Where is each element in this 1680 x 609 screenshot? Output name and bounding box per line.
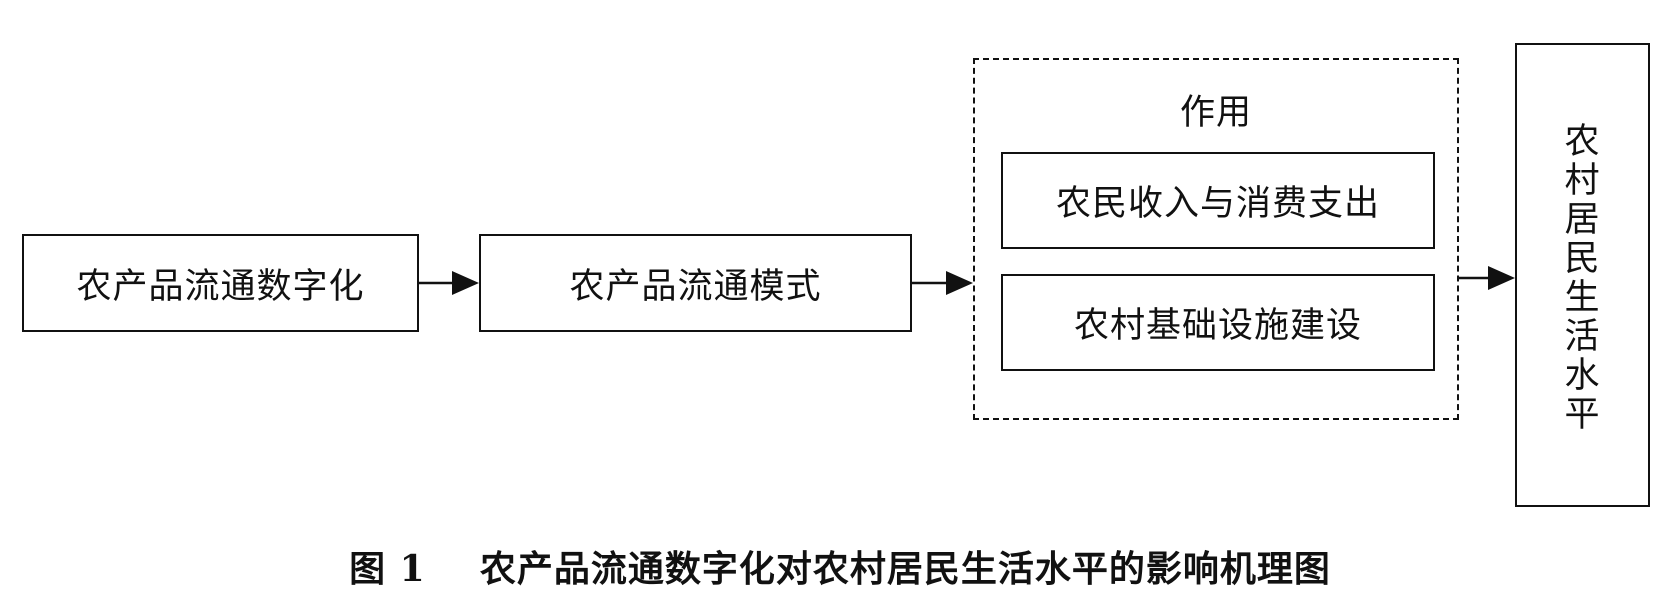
- living-char: 居: [1564, 200, 1601, 240]
- living-char: 生: [1564, 278, 1601, 318]
- effect-group-dashed-box: [973, 58, 1459, 420]
- living-char: 民: [1564, 239, 1601, 279]
- node-income-consumption: 农民收入与消费支出: [1001, 152, 1435, 249]
- living-char: 平: [1564, 395, 1601, 435]
- figure-caption-label: 图 1: [349, 548, 426, 590]
- node-digitalization-label: 农产品流通数字化: [76, 266, 365, 307]
- node-digitalization: 农产品流通数字化: [22, 234, 419, 332]
- living-char: 村: [1564, 161, 1601, 201]
- node-living-standard: 农 村 居 民 生 活 水 平: [1515, 43, 1650, 507]
- node-circulation-mode-label: 农产品流通模式: [569, 266, 822, 307]
- arrow-digitalization-to-mode: [419, 271, 479, 295]
- arrow-mode-to-effect: [912, 271, 973, 295]
- node-infrastructure-label: 农村基础设施建设: [1073, 306, 1362, 346]
- living-char: 水: [1564, 356, 1601, 396]
- node-infrastructure: 农村基础设施建设: [1001, 274, 1435, 371]
- effect-group-title: 作用: [1179, 93, 1252, 133]
- figure-caption-text: 农产品流通数字化对农村居民生活水平的影响机理图: [479, 548, 1331, 590]
- living-char: 活: [1564, 317, 1601, 357]
- arrow-effect-to-living: [1459, 266, 1515, 290]
- node-income-consumption-label: 农民收入与消费支出: [1055, 184, 1380, 224]
- living-char: 农: [1564, 122, 1601, 162]
- figure-caption: 图 1 农产品流通数字化对农村居民生活水平的影响机理图: [0, 540, 1680, 592]
- node-circulation-mode: 农产品流通模式: [479, 234, 912, 332]
